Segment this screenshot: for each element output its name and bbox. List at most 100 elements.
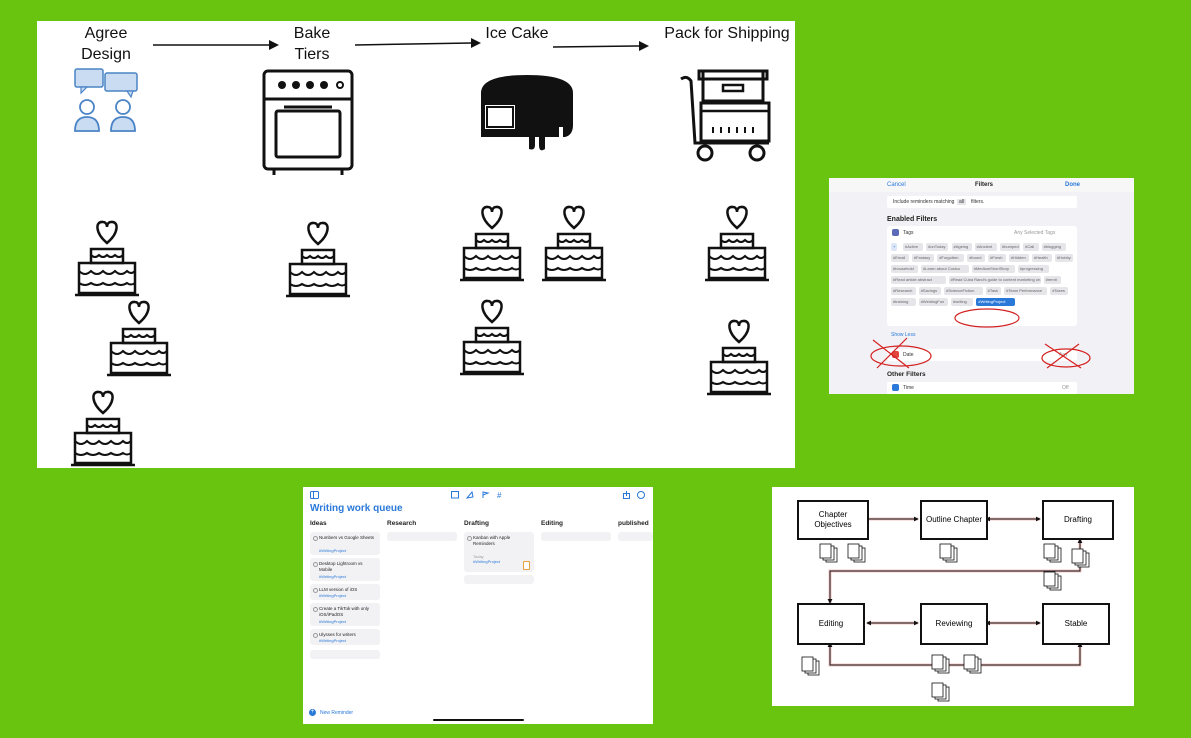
tag-chip[interactable]: #remit xyxy=(1043,276,1062,284)
card-tag: #WritingProject xyxy=(319,593,347,598)
add-card-placeholder[interactable] xyxy=(618,532,653,541)
card-tag: #WritingProject xyxy=(319,574,347,579)
share-more-icons[interactable] xyxy=(623,491,648,499)
include-select[interactable]: all xyxy=(957,199,967,205)
tag-chip[interactable]: #WritingProject xyxy=(976,298,1015,306)
add-tag-chip[interactable]: + xyxy=(891,243,898,251)
kanban-card[interactable]: Numbers vs Google Sheets#WritingProject xyxy=(310,532,380,555)
sidebar-toggle-icon[interactable] xyxy=(310,491,319,499)
tag-chip[interactable]: #household xyxy=(891,265,918,273)
kanban-card[interactable]: LLM version of iOS#WritingProject xyxy=(310,584,380,600)
flag-icon xyxy=(482,491,490,498)
complete-checkbox[interactable] xyxy=(313,588,318,593)
done-button[interactable]: Done xyxy=(1065,182,1080,188)
tag-chip[interactable]: #Task xyxy=(985,287,1002,295)
tags-value[interactable]: Any Selected Tags xyxy=(1014,230,1056,236)
tag-chip[interactable]: #writing xyxy=(951,298,974,306)
cake-card-icon xyxy=(69,390,137,467)
hashtag-icon: # xyxy=(497,491,502,499)
home-indicator xyxy=(433,719,524,721)
add-card-placeholder[interactable] xyxy=(387,532,457,541)
attachment-icon xyxy=(523,561,530,570)
tag-chip[interactable]: #Forgotten xyxy=(937,254,965,262)
complete-checkbox[interactable] xyxy=(313,562,318,567)
tag-chip[interactable]: #Health xyxy=(1031,254,1052,262)
tag-chip[interactable]: #Research xyxy=(891,287,916,295)
column-header-published: published xyxy=(618,520,649,527)
kanban-card[interactable]: Kanban with Apple Reminders Today #Writi… xyxy=(464,532,534,572)
tag-chip[interactable]: #Ancient xyxy=(974,243,997,251)
red-annotation-marks xyxy=(870,308,1091,369)
tag-chip[interactable]: #Taxes xyxy=(1050,287,1068,295)
stage-label-ice-cake: Ice Cake xyxy=(485,25,549,42)
enabled-filters-heading: Enabled Filters xyxy=(887,216,938,223)
node-stable: Stable xyxy=(1042,603,1110,645)
cake-card-icon xyxy=(458,299,526,376)
tag-chip[interactable]: #Email xyxy=(891,254,909,262)
kanban-card[interactable]: Create a TikTok with only iOS/iPadOS #Wri… xyxy=(310,603,380,626)
cake-card-icon xyxy=(284,221,352,298)
add-icon[interactable]: + xyxy=(309,709,316,716)
include-row: Include reminders matching all filters. xyxy=(887,196,1077,208)
tag-chip[interactable]: #training xyxy=(891,298,916,306)
node-drafting: Drafting xyxy=(1042,500,1114,540)
complete-checkbox[interactable] xyxy=(313,633,318,638)
tag-chip[interactable]: #Fresh xyxy=(988,254,1006,262)
tag-chip[interactable]: #onToday xyxy=(926,243,949,251)
tag-chip[interactable]: #found xyxy=(967,254,985,262)
card-tag: #WritingProject xyxy=(319,619,347,624)
kanban-card[interactable]: Desktop Lightroom vs Mobile#WritingProje… xyxy=(310,558,380,581)
column-header-drafting: Drafting xyxy=(464,520,489,527)
tag-chip[interactable]: #bumped xyxy=(1000,243,1021,251)
tag-chip[interactable]: #Ageing xyxy=(951,243,972,251)
filters-title: Filters xyxy=(975,182,994,188)
tag-chip[interactable]: #Hobby xyxy=(1055,254,1073,262)
iced-cake-icon xyxy=(481,75,573,151)
add-card-placeholder[interactable] xyxy=(310,650,380,659)
time-value[interactable]: Off xyxy=(1062,385,1069,391)
tag-chip[interactable]: #Read article abstract xyxy=(891,276,946,284)
document-stack-icon xyxy=(1043,571,1062,591)
cancel-button[interactable]: Cancel xyxy=(887,182,906,188)
complete-checkbox[interactable] xyxy=(313,607,318,612)
tag-chip[interactable]: #WeldingFun xyxy=(918,298,948,306)
cake-card-icon xyxy=(703,205,771,282)
card-title: Ulysses for writers xyxy=(319,632,356,637)
tag-chip[interactable]: #Learn about Costco xyxy=(921,265,969,273)
complete-checkbox[interactable] xyxy=(467,536,472,541)
node-editing: Editing xyxy=(797,603,865,645)
tag-chip[interactable]: #Savings xyxy=(918,287,942,295)
tag-chip[interactable]: #Team Performance xyxy=(1004,287,1048,295)
calendar-icon xyxy=(892,351,899,358)
cake-kanban-board: Agree Design Bake Tiers Ice Cake Pack fo… xyxy=(37,21,795,468)
complete-checkbox[interactable] xyxy=(313,536,318,541)
add-card-placeholder[interactable] xyxy=(541,532,611,541)
tag-chip[interactable]: #MediumShortStory xyxy=(971,265,1015,273)
date-label: Date xyxy=(903,352,914,358)
tag-chip[interactable]: #Active xyxy=(903,243,924,251)
tag-chip[interactable]: #ScienceFiction xyxy=(944,287,983,295)
reminders-filters-screenshot: Cancel Filters Done Include reminders ma… xyxy=(829,178,1134,394)
other-filters-heading: Other Filters xyxy=(887,371,926,378)
card-tag: #WritingProject xyxy=(319,638,347,643)
clock-icon xyxy=(892,384,899,391)
flow-arrow-1 xyxy=(153,40,279,50)
tag-chip[interactable]: #progressing xyxy=(1017,265,1050,273)
view-icon xyxy=(451,491,459,499)
time-filter-row[interactable]: Time Off xyxy=(887,382,1077,394)
kanban-card[interactable]: Ulysses for writers#WritingProject xyxy=(310,629,380,645)
tag-chip[interactable]: #Hidden xyxy=(1008,254,1029,262)
date-value[interactable]: Any xyxy=(1059,352,1068,358)
add-card-placeholder[interactable] xyxy=(464,575,534,584)
show-less-link[interactable]: Show Less xyxy=(891,332,916,338)
document-stack-icon xyxy=(819,543,838,563)
node-outline-chapter: Outline Chapter xyxy=(920,500,988,540)
new-reminder-button[interactable]: New Reminder xyxy=(320,710,354,716)
tag-chip[interactable]: #Read Cuba Rand's guide to content marke… xyxy=(948,276,1041,284)
card-title: Create a TikTok with only iOS/iPadOS xyxy=(319,606,370,617)
tag-chip[interactable]: #Fantasy xyxy=(911,254,935,262)
tag-chip[interactable]: #Call xyxy=(1023,243,1039,251)
date-filter-row[interactable]: Date Any xyxy=(887,349,1077,361)
stage-label-bake-tiers: Bake Tiers xyxy=(293,25,331,63)
tag-chip[interactable]: #blogging xyxy=(1041,243,1067,251)
